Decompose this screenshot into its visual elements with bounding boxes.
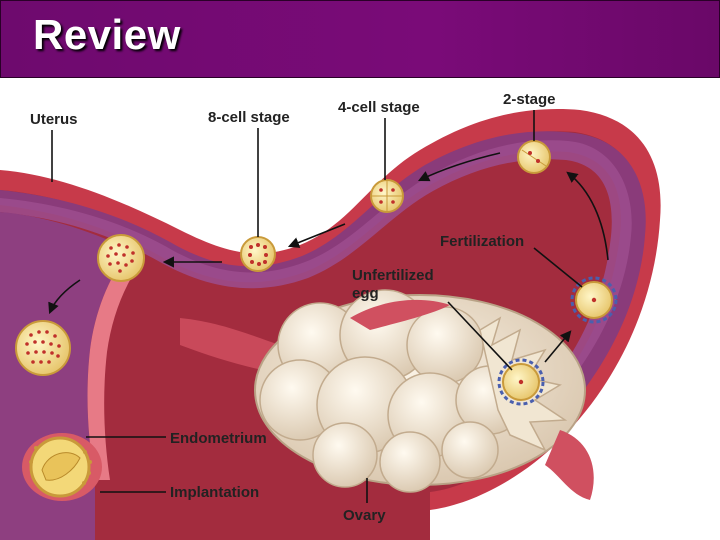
movement-arrows <box>48 152 609 363</box>
label-two-stage: 2-stage <box>503 91 556 108</box>
label-implantation: Implantation <box>170 484 259 501</box>
unfertilized-egg <box>497 358 545 406</box>
label-unfertilized-egg: egg <box>352 285 379 302</box>
implantation-site <box>22 433 102 501</box>
eight-cell-stage-cell <box>240 236 276 272</box>
label-eight-cell-stage: 8-cell stage <box>208 109 290 126</box>
four-cell-stage-cell <box>370 179 404 213</box>
label-fertilization: Fertilization <box>440 233 524 250</box>
label-unfertilized: Unfertilized <box>352 267 434 284</box>
fertilized-egg <box>570 276 618 324</box>
title-bar: Review <box>0 0 720 78</box>
blastocyst-cell <box>15 320 71 376</box>
label-endometrium: Endometrium <box>170 430 267 447</box>
label-ovary: Ovary <box>343 507 386 524</box>
fertilization-diagram: Uterus 8-cell stage 4-cell stage 2-stage… <box>0 91 661 540</box>
two-stage-cell <box>517 140 551 174</box>
label-uterus: Uterus <box>30 111 78 128</box>
morula-cell <box>97 234 145 282</box>
slide-title: Review <box>33 11 181 58</box>
endometrium-layer <box>87 250 145 480</box>
label-four-cell-stage: 4-cell stage <box>338 99 420 116</box>
leader-lines <box>51 110 583 503</box>
fimbriae <box>350 299 594 500</box>
